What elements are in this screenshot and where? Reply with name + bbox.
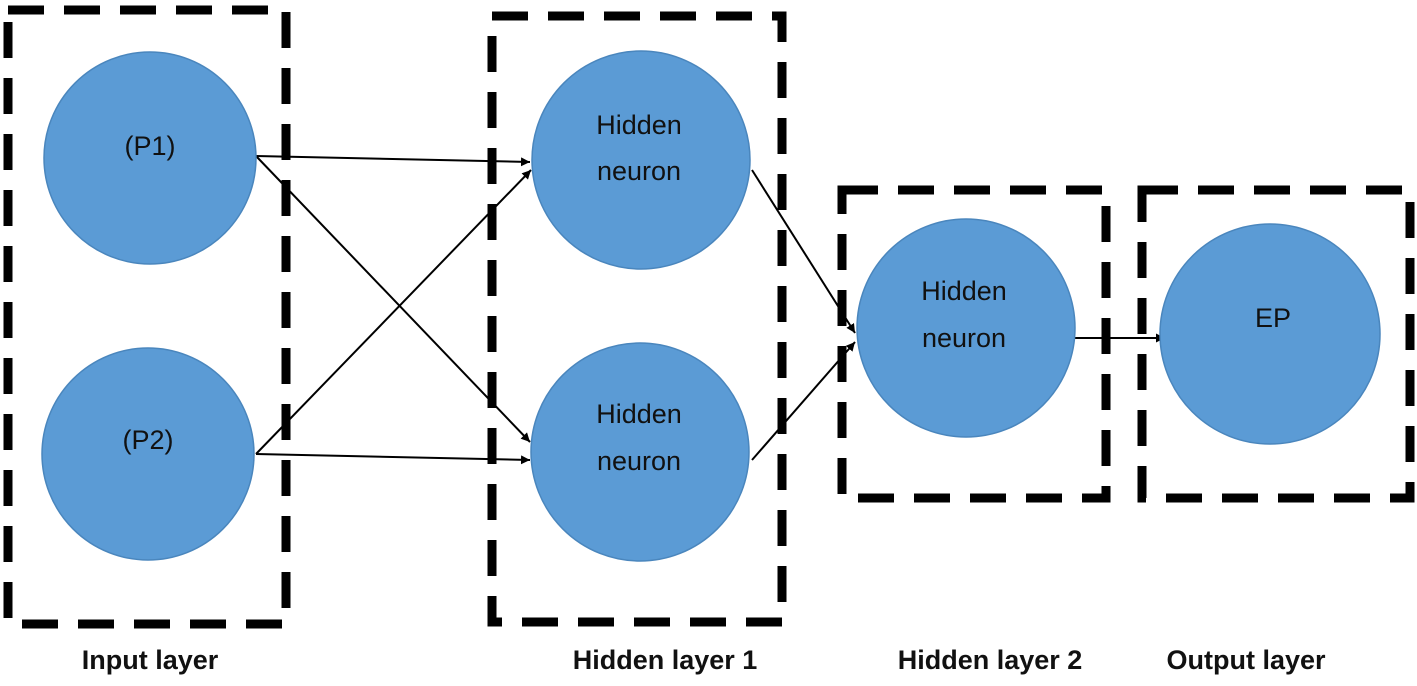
hidden-layer-1-box [487,11,787,627]
neuron-hidden2-1-label-line1: Hidden [921,276,1007,306]
neuron-hidden1-1-label-line2: neuron [597,156,681,186]
output-layer-label: Output layer [1166,645,1326,675]
neuron-output-1-label: EP [1255,303,1291,333]
connection-hidden1-top-to-hidden2 [751,169,856,334]
neuron-hidden1-1-label-line1: Hidden [596,110,682,140]
neuron-input-2: (P2) [41,347,255,561]
connection-p1-to-hidden1-bottom [255,155,531,443]
neuron-input-2-label: (P2) [122,425,173,455]
connection-hidden1-bottom-to-hidden2 [751,341,856,461]
connection-p2-to-hidden1-top [255,169,532,455]
neuron-hidden2-1-label-line2: neuron [922,323,1006,353]
hidden-layer-2-box [837,185,1111,503]
hidden-layer-2-label: Hidden layer 2 [898,645,1083,675]
connection-p2-to-hidden1-bottom [255,453,531,465]
hidden-layer-1-label: Hidden layer 1 [573,645,758,675]
neuron-hidden1-2-label-line2: neuron [597,446,681,476]
neuron-hidden1-1: Hidden neuron [531,50,751,270]
neuron-hidden1-2-label-line1: Hidden [596,399,682,429]
input-layer-box [3,5,291,629]
neuron-output-1: EP [1159,223,1381,445]
connections [255,155,1165,465]
neuron-hidden1-2: Hidden neuron [530,342,750,562]
connection-p1-to-hidden1-top [255,155,531,167]
neuron-hidden2-1: Hidden neuron [856,218,1076,438]
neuron-input-1: (P1) [43,51,257,265]
input-layer-label: Input layer [82,645,219,675]
neuron-input-1-label: (P1) [124,131,175,161]
output-layer-box [1137,185,1415,503]
